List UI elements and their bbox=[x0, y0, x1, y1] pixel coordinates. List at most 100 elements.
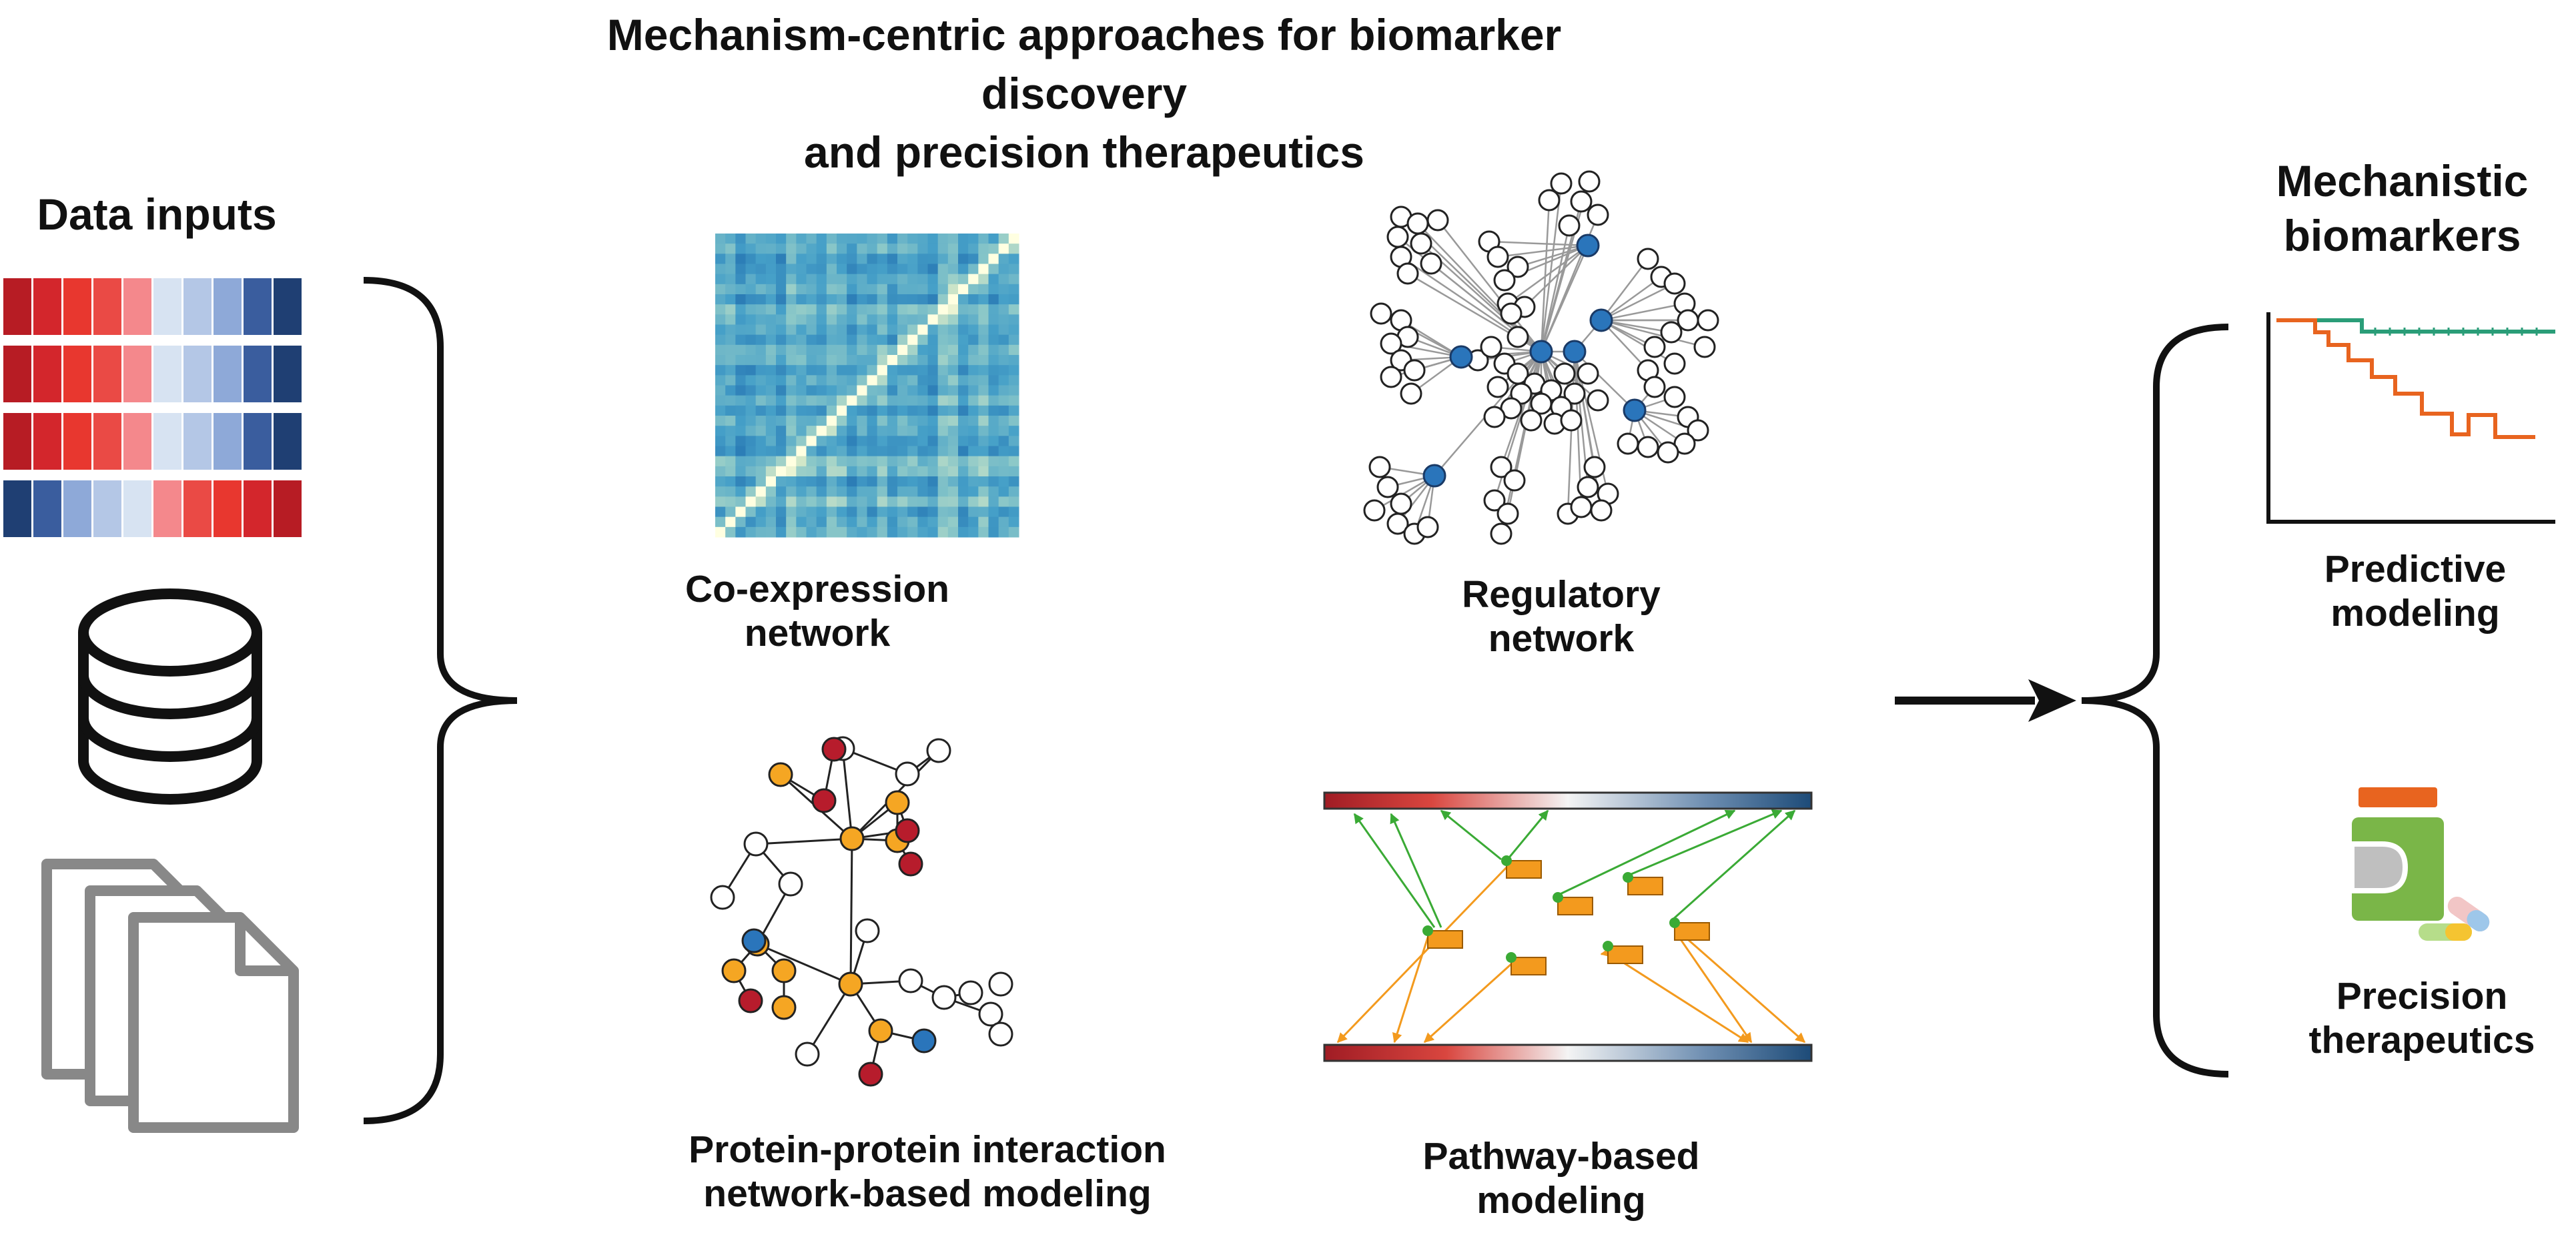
matrix-cell bbox=[907, 516, 918, 528]
matrix-cell bbox=[867, 254, 878, 264]
matrix-cell bbox=[947, 304, 959, 315]
matrix-cell bbox=[806, 486, 817, 497]
matrix-cell bbox=[937, 304, 949, 315]
matrix-cell bbox=[755, 344, 767, 356]
matrix-cell bbox=[978, 304, 989, 315]
matrix-cell bbox=[877, 446, 888, 457]
title-line-1: Mechanism-centric approaches for biomark… bbox=[606, 10, 1562, 118]
matrix-cell bbox=[917, 254, 928, 264]
matrix-cell bbox=[867, 476, 878, 487]
matrix-cell bbox=[937, 466, 949, 477]
matrix-cell bbox=[958, 324, 969, 336]
matrix-cell bbox=[837, 526, 847, 538]
matrix-cell bbox=[765, 385, 777, 396]
matrix-cell bbox=[917, 234, 928, 244]
matrix-cell bbox=[877, 365, 888, 376]
matrix-cell bbox=[877, 314, 888, 325]
network-node bbox=[1420, 252, 1442, 275]
matrix-cell bbox=[877, 506, 888, 518]
matrix-cell bbox=[826, 254, 837, 264]
matrix-cell bbox=[837, 466, 847, 477]
matrix-cell bbox=[816, 486, 827, 497]
matrix-cell bbox=[978, 254, 989, 264]
pathway-bottom-bar bbox=[1323, 1044, 1813, 1062]
matrix-cell bbox=[897, 416, 908, 426]
matrix-cell bbox=[806, 334, 817, 346]
matrix-cell bbox=[745, 355, 757, 366]
matrix-cell bbox=[715, 314, 726, 325]
matrix-cell bbox=[806, 496, 817, 507]
matrix-cell bbox=[816, 456, 827, 467]
pathway-label-line-2: modeling bbox=[1476, 1179, 1646, 1222]
matrix-cell bbox=[958, 365, 969, 376]
matrix-cell bbox=[765, 344, 777, 356]
matrix-cell bbox=[745, 274, 757, 285]
matrix-cell bbox=[735, 284, 746, 295]
matrix-cell bbox=[715, 284, 726, 295]
matrix-cell bbox=[958, 284, 969, 295]
matrix-cell bbox=[735, 476, 746, 487]
matrix-cell bbox=[776, 476, 787, 487]
matrix-cell bbox=[897, 324, 908, 336]
matrix-cell bbox=[1008, 466, 1019, 477]
matrix-cell bbox=[796, 334, 807, 346]
matrix-cell bbox=[857, 496, 867, 507]
matrix-cell bbox=[847, 496, 857, 507]
matrix-cell bbox=[816, 334, 827, 346]
network-node bbox=[1396, 262, 1419, 285]
matrix-cell bbox=[947, 486, 959, 497]
matrix-cell bbox=[765, 516, 777, 528]
matrix-cell bbox=[887, 436, 898, 446]
matrix-cell bbox=[847, 334, 857, 346]
matrix-cell bbox=[837, 254, 847, 264]
matrix-cell bbox=[796, 314, 807, 325]
matrix-cell bbox=[735, 244, 746, 254]
matrix-cell bbox=[947, 506, 959, 518]
matrix-cell bbox=[927, 314, 939, 325]
matrix-cell bbox=[927, 385, 939, 396]
protein-node bbox=[885, 790, 910, 815]
survival-plot bbox=[2266, 312, 2555, 524]
matrix-cell bbox=[816, 466, 827, 477]
matrix-cell bbox=[907, 385, 918, 396]
matrix-cell bbox=[857, 476, 867, 487]
matrix-cell bbox=[937, 314, 949, 325]
network-node bbox=[1480, 336, 1502, 358]
matrix-cell bbox=[867, 426, 878, 436]
matrix-cell bbox=[907, 426, 918, 436]
matrix-cell bbox=[978, 344, 989, 356]
matrix-cell bbox=[907, 466, 918, 477]
matrix-cell bbox=[978, 466, 989, 477]
matrix-cell bbox=[826, 284, 837, 295]
matrix-cell bbox=[907, 416, 918, 426]
matrix-cell bbox=[937, 244, 949, 254]
matrix-cell bbox=[755, 324, 767, 336]
matrix-cell bbox=[796, 294, 807, 305]
matrix-cell bbox=[796, 264, 807, 275]
matrix-cell bbox=[847, 395, 857, 406]
matrix-cell bbox=[796, 416, 807, 426]
matrix-cell bbox=[806, 365, 817, 376]
matrix-cell bbox=[806, 466, 817, 477]
coexpression-label-line-1: Co-expression bbox=[685, 568, 949, 610]
matrix-cell bbox=[715, 365, 726, 376]
matrix-cell bbox=[715, 405, 726, 416]
matrix-cell bbox=[786, 405, 797, 416]
matrix-cell bbox=[826, 324, 837, 336]
matrix-cell bbox=[776, 486, 787, 497]
heatmap-cell bbox=[183, 346, 211, 402]
matrix-cell bbox=[715, 355, 726, 366]
matrix-cell bbox=[927, 466, 939, 477]
matrix-cell bbox=[917, 526, 928, 538]
matrix-cell bbox=[776, 426, 787, 436]
matrix-cell bbox=[826, 506, 837, 518]
matrix-cell bbox=[998, 234, 1009, 244]
matrix-cell bbox=[745, 375, 757, 386]
matrix-cell bbox=[968, 274, 979, 285]
matrix-cell bbox=[847, 516, 857, 528]
matrix-cell bbox=[917, 274, 928, 285]
matrix-cell bbox=[877, 486, 888, 497]
matrix-cell bbox=[725, 486, 736, 497]
heatmap-cell bbox=[153, 413, 181, 470]
matrix-cell bbox=[867, 416, 878, 426]
